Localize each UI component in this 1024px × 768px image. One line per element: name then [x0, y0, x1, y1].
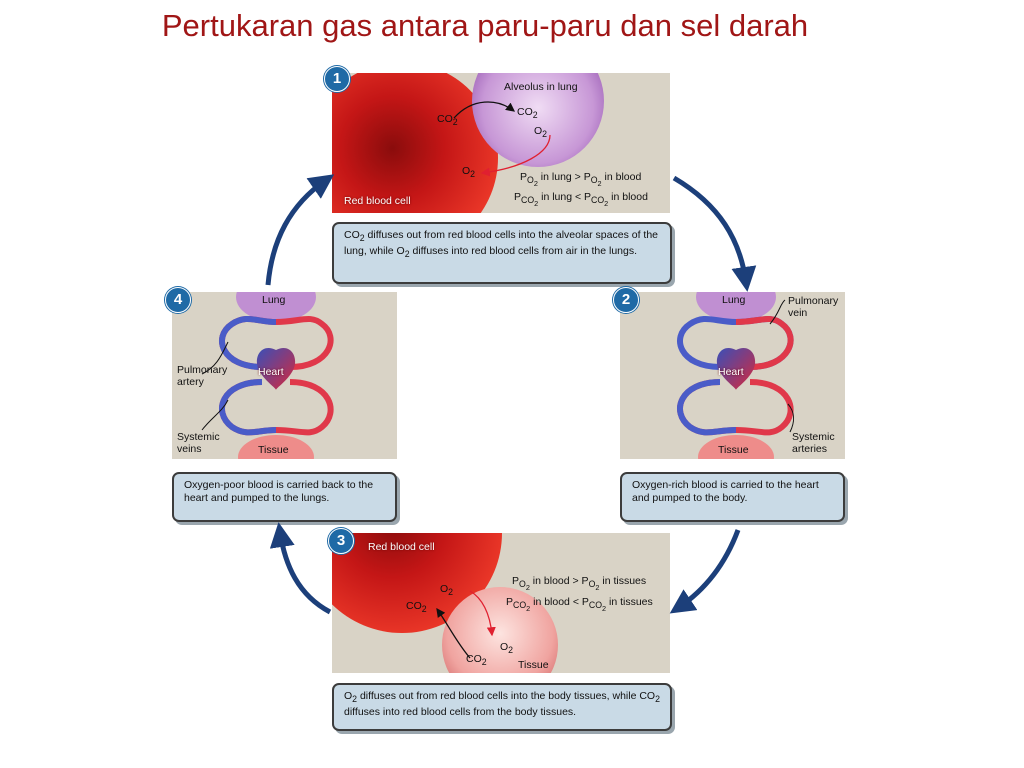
systemic-arteries-label: Systemic arteries — [792, 431, 835, 455]
arrow-3-to-4 — [269, 522, 332, 615]
step-1-badge: 1 — [324, 66, 350, 92]
step-3-badge: 3 — [328, 528, 354, 554]
arrow-2-to-3 — [669, 529, 741, 614]
heart-label: Heart — [258, 366, 284, 378]
lung-shape — [236, 292, 316, 322]
o2-alveolus-label: O2 — [534, 125, 548, 140]
pressure-eq-1: PO2 in lung > PO2 in blood — [520, 171, 642, 188]
red-blood-cell-shape — [332, 73, 498, 213]
alveolus-label: Alveolus in lung — [504, 81, 578, 93]
tissue-cell-shape — [442, 587, 558, 673]
heart-shape — [256, 348, 296, 390]
heart-shape — [716, 348, 756, 390]
step-2-badge: 2 — [613, 287, 639, 313]
o2-cell-label: O2 — [462, 165, 476, 180]
pulmonary-artery-label: Pulmonary artery — [177, 364, 228, 388]
step-3-caption: O2 diffuses out from red blood cells int… — [332, 683, 672, 731]
alveolus-shape — [472, 73, 604, 167]
heart-label: Heart — [718, 366, 744, 378]
tissue-label: Tissue — [518, 659, 549, 671]
rbc-label: Red blood cell — [344, 195, 411, 207]
panel-step-1: Alveolus in lung CO2 CO2 O2 O2 PO2 in lu… — [332, 73, 670, 213]
panel-3-illustration — [332, 533, 558, 673]
lung-label: Lung — [722, 294, 746, 306]
o2-cell-label: O2 — [440, 583, 454, 598]
systemic-veins-label: Systemic veins — [177, 431, 220, 455]
lung-shape — [696, 292, 776, 322]
pulmonary-vein-label: Pulmonary vein — [788, 295, 839, 319]
co2-tissue-label: CO2 — [466, 653, 487, 668]
tissue-shape — [698, 435, 774, 459]
slide-title: Pertukaran gas antara paru-paru dan sel … — [161, 8, 809, 43]
pressure-eq-2: PCO2 in lung < PCO2 in blood — [514, 191, 648, 208]
co2-cell-label: CO2 — [437, 113, 458, 128]
panel-step-4: Lung Heart Tissue Pulmonary artery Syste… — [172, 292, 397, 459]
step-1-caption: CO2 diffuses out from red blood cells in… — [332, 222, 672, 284]
step-4-caption: Oxygen-poor blood is carried back to the… — [172, 472, 397, 522]
panel-4-illustration — [201, 292, 334, 459]
pressure-eq-1: PO2 in blood > PO2 in tissues — [512, 575, 647, 592]
panel-2-illustration — [677, 292, 794, 459]
panel-1-illustration — [332, 73, 604, 213]
pressure-eq-2: PCO2 in blood < PCO2 in tissues — [506, 596, 653, 613]
co2-cell-label: CO2 — [406, 600, 427, 615]
tissue-shape — [238, 435, 314, 459]
tissue-label: Tissue — [718, 444, 749, 456]
step-2-caption: Oxygen-rich blood is carried to the hear… — [620, 472, 845, 522]
arrow-4-to-1 — [265, 174, 335, 286]
lung-label: Lung — [262, 294, 286, 306]
co2-alveolus-label: CO2 — [517, 106, 538, 121]
arrow-1-to-2 — [672, 175, 757, 292]
tissue-label: Tissue — [258, 444, 289, 456]
step-4-badge: 4 — [165, 287, 191, 313]
o2-tissue-label: O2 — [500, 641, 514, 656]
rbc-label: Red blood cell — [368, 541, 435, 553]
panel-step-2: Lung Heart Tissue Pulmonary vein Systemi… — [620, 292, 845, 459]
panel-step-3: Red blood cell O2 CO2 O2 CO2 Tissue PO2 … — [332, 533, 670, 673]
